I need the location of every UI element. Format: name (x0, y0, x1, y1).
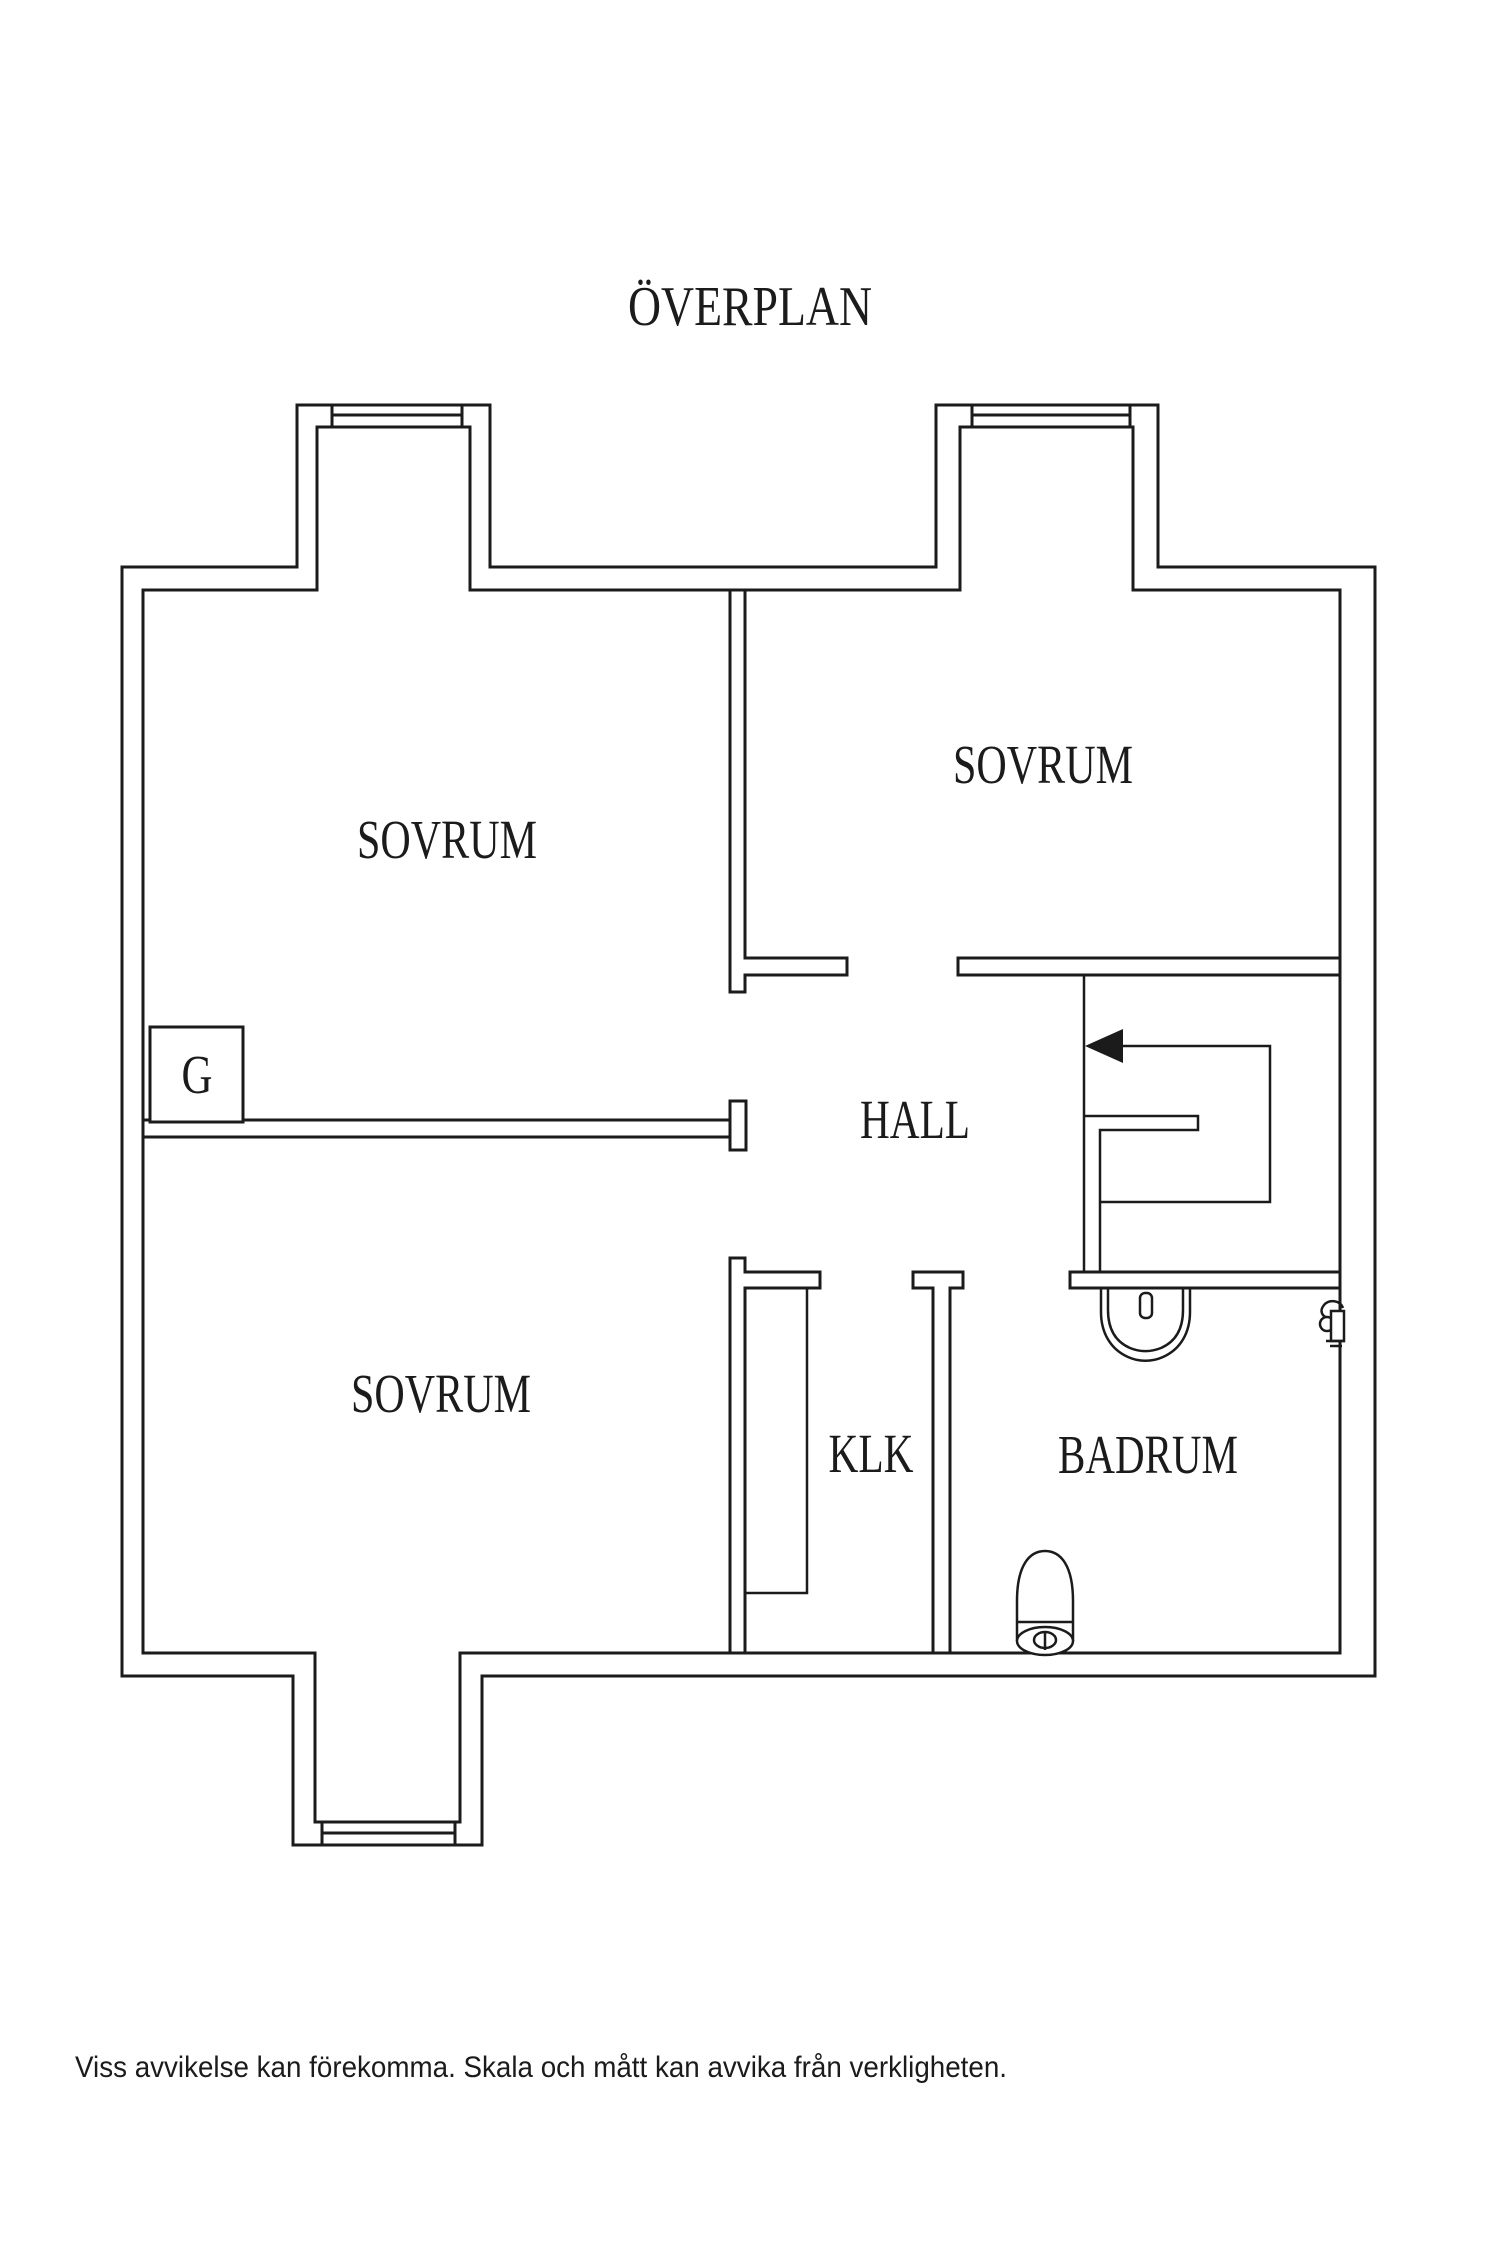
page-title: ÖVERPLAN (628, 276, 872, 338)
sink-icon (1099, 1288, 1192, 1362)
holder-hook (1320, 1299, 1345, 1320)
wardrobe-g-box (148, 1025, 245, 1124)
toilet-icon (1015, 1549, 1075, 1657)
toilet-paper-holder-icon (1318, 1299, 1346, 1348)
wall-klk-right (911, 1270, 965, 1655)
wall-badrum-top (1068, 1270, 1342, 1290)
room-label-badrum: BADRUM (1058, 1424, 1238, 1485)
wardrobe-g-label: G (182, 1044, 213, 1105)
interior-walls (141, 588, 1342, 1655)
closet-fittings (743, 1286, 809, 1595)
wall-bedroom-divider-top (728, 588, 849, 994)
stair-direction-arrow-icon (1085, 1029, 1123, 1063)
room-label-hall: HALL (860, 1089, 970, 1150)
window-top-right-icon (970, 405, 1132, 427)
door-jamb-post (728, 1099, 748, 1152)
room-label-sovrum-bottom-left: SOVRUM (351, 1363, 531, 1424)
labels: ÖVERPLAN SOVRUM SOVRUM SOVRUM HALL KLK B… (75, 276, 1238, 2084)
staircase (1082, 975, 1272, 1273)
window-top-left-icon (330, 405, 464, 427)
exterior-wall-outer-line (120, 403, 1377, 1847)
wall-klk-left (728, 1256, 822, 1655)
room-label-sovrum-top-right: SOVRUM (953, 734, 1133, 795)
room-label-sovrum-top-left: SOVRUM (357, 809, 537, 870)
disclaimer-text: Viss avvikelse kan förekomma. Skala och … (75, 2051, 1007, 2084)
room-label-klk: KLK (829, 1423, 914, 1484)
stair-path-inner (1085, 1114, 1200, 1273)
window-bottom-icon (320, 1822, 457, 1845)
holder-base (1326, 1339, 1345, 1348)
wardrobe-unit-icon (743, 1286, 809, 1595)
exterior-wall-inner-line (141, 425, 1342, 1824)
bathroom-fixtures (1015, 1288, 1346, 1657)
windows (320, 405, 1132, 1845)
exterior-walls (120, 403, 1377, 1847)
holder-bracket (1329, 1309, 1346, 1343)
wall-top-right-bedroom-bottom (956, 956, 1342, 977)
sink-faucet (1138, 1291, 1154, 1320)
sink-outer (1099, 1288, 1192, 1362)
toilet-bowl (1015, 1549, 1075, 1641)
stair-path-outer (1100, 1044, 1272, 1204)
sink-inner (1106, 1288, 1185, 1353)
